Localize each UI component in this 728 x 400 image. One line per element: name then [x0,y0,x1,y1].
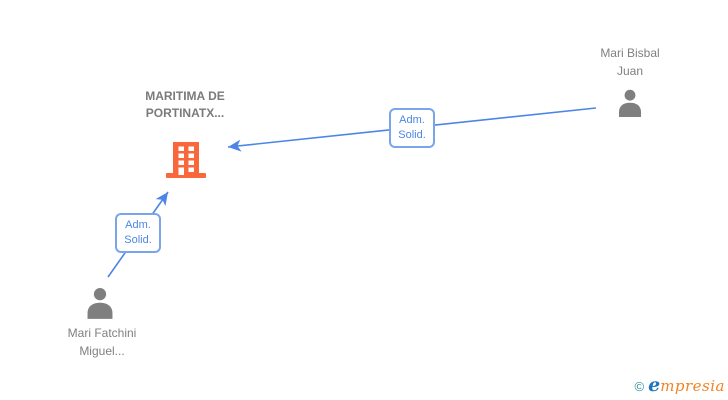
node-label-mari-bisbal-juan[interactable]: Mari Bisbal Juan [600,46,660,78]
person-node-mari-bisbal-juan[interactable] [615,89,645,122]
edge-label-adm-solid-top: Adm. Solid. [389,108,435,148]
node-label-company[interactable]: MARITIMA DE PORTINATX... [145,89,225,120]
empresia-watermark: © e mpresia [635,374,726,396]
edge-label-adm-solid-bottom: Adm. Solid. [115,213,161,253]
node-label-mari-fatchini-miguel[interactable]: Mari Fatchini Miguel... [67,326,137,358]
copyright-icon: © [634,379,645,394]
brand-name: mpresia [660,377,725,395]
person-node-mari-fatchini-miguel[interactable] [83,287,117,324]
person-icon [619,89,641,117]
building-icon [166,142,206,178]
brand-initial: e [648,374,661,396]
company-node[interactable] [166,142,206,183]
person-icon [87,288,113,319]
